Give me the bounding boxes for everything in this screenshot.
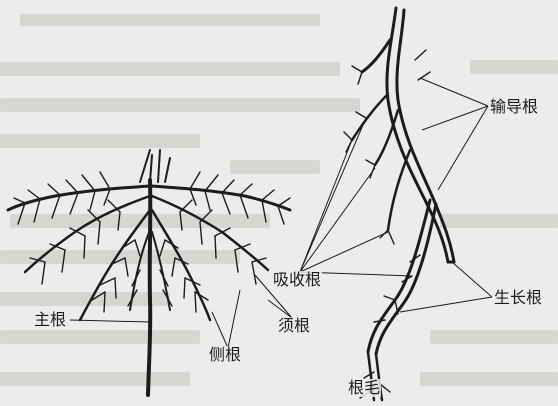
label-root-hair: 根毛	[347, 379, 381, 397]
label-fibrous-root: 须根	[277, 317, 311, 335]
label-main-root: 主根	[33, 311, 67, 329]
label-absorbing-root: 吸收根	[272, 271, 322, 289]
label-conducting-root: 输导根	[489, 98, 539, 116]
tap-root-system	[8, 150, 290, 395]
label-growing-root: 生长根	[493, 289, 543, 307]
label-lateral-root: 侧根	[208, 346, 242, 364]
